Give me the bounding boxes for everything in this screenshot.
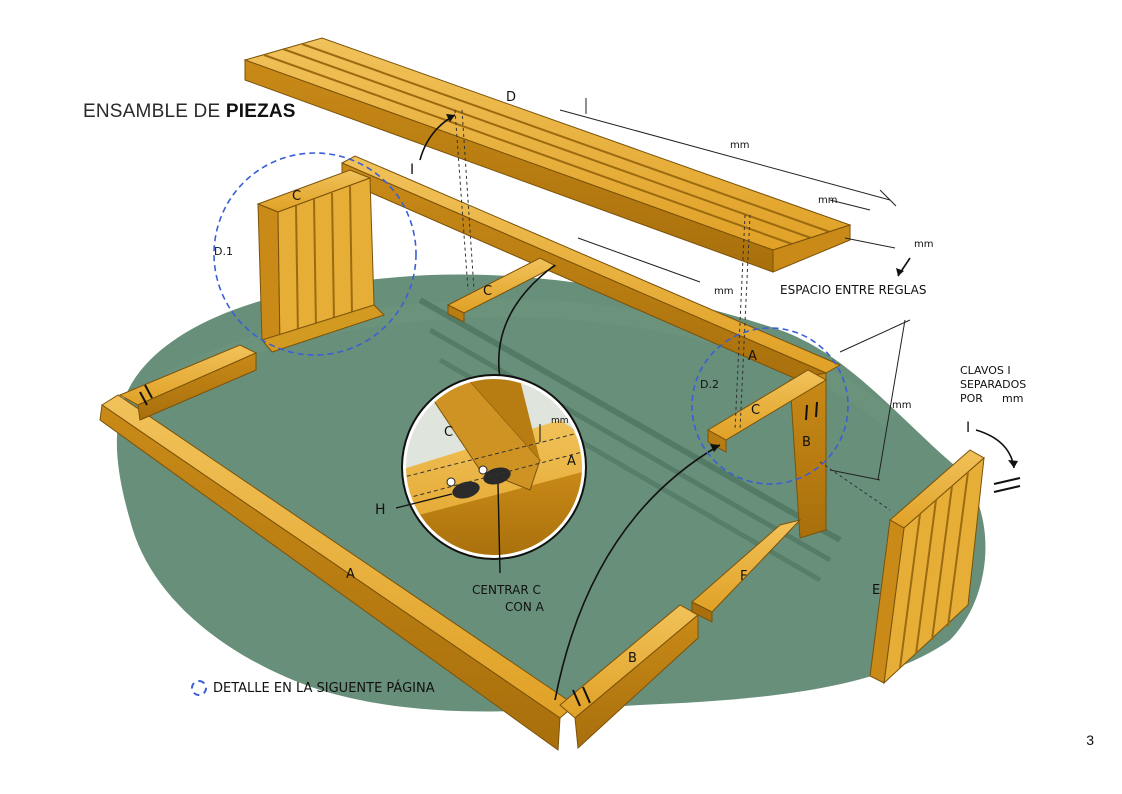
dim-height: mm [892, 400, 911, 411]
label-h: H [375, 502, 386, 518]
label-e: E [872, 583, 880, 598]
legend: DETALLE EN LA SIGUENTE PÁGINA [191, 680, 435, 696]
annotation-gap: ESPACIO ENTRE REGLAS [780, 283, 926, 297]
dim-depth: mm [714, 286, 733, 297]
label-d2: D.2 [700, 378, 719, 391]
legend-text: DETALLE EN LA SIGUENTE PÁGINA [213, 680, 435, 696]
guide-lines [454, 109, 891, 511]
label-c-right: C [751, 403, 760, 418]
part-d-seat [243, 37, 852, 273]
annotation-texts: ESPACIO ENTRE REGLAS CLAVOS I SEPARADOS … [472, 283, 1026, 614]
label-i-top: I [410, 162, 414, 178]
label-b-right: B [802, 435, 811, 450]
dim-nail-spacing: mm [1002, 392, 1023, 405]
nail-marks [139, 384, 1021, 707]
part-b-front [559, 604, 699, 750]
part-c-cross-middle [446, 257, 558, 323]
dimension-labels: mm mm mm mm mm mm mm [551, 140, 1023, 426]
annotation-nails-1: CLAVOS I [960, 364, 1011, 377]
label-a-zoom: A [567, 454, 576, 469]
dim-seat-length: mm [730, 140, 749, 151]
annotation-center-2: CON A [505, 600, 545, 614]
label-i-right: I [966, 420, 970, 436]
label-c-cross: C [483, 284, 492, 299]
label-a-front: A [346, 567, 355, 582]
detail-circle-d2 [691, 327, 849, 485]
label-c-zoom: C [444, 425, 453, 440]
part-labels: D I C D.1 C A D.2 C B C A H A F E B I [214, 90, 970, 666]
page-number: 3 [1086, 732, 1094, 748]
label-f: F [740, 569, 747, 584]
annotation-center-1: CENTRAR C [472, 583, 541, 597]
dim-gap: mm [914, 239, 933, 250]
dimension-lines [559, 98, 911, 481]
label-d1: D.1 [214, 245, 233, 258]
label-d: D [506, 90, 516, 105]
label-a-back: A [748, 349, 757, 364]
part-b-back [118, 344, 258, 421]
zoom-inset [395, 374, 587, 574]
label-b-front: B [628, 651, 637, 666]
part-e-panel [869, 449, 985, 685]
label-c-leg: C [292, 189, 301, 204]
part-a-front [99, 394, 576, 751]
dim-zoom-offset: mm [551, 416, 569, 426]
part-c-leg-left [256, 169, 385, 353]
dim-seat-width: mm [818, 195, 837, 206]
annotation-nails-3: POR [960, 392, 983, 405]
dashed-circle-icon [191, 680, 207, 696]
page-title: ENSAMBLE DE PIEZAS [83, 101, 296, 122]
annotation-nails-2: SEPARADOS [960, 378, 1026, 391]
detail-circle-d1 [213, 152, 417, 356]
